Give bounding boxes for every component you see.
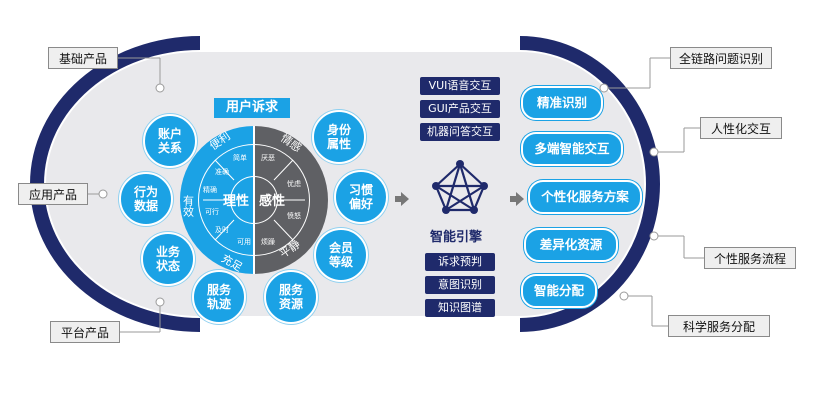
left-label-app-products: 应用产品	[18, 183, 88, 205]
engine-tag-vui: VUI语音交互	[420, 77, 500, 95]
connector-dot	[599, 83, 609, 93]
output-differentiated-resource: 差异化资源	[524, 228, 618, 262]
demand-wheel: 理性 感性 便利 有效 充足 情感 平静 简单 准确 精确 可行 及时 可用 厌…	[180, 126, 328, 274]
wheel-core-right	[254, 177, 277, 223]
bubble-service-resource: 服务资源	[264, 270, 318, 324]
wheel-inner-label: 及时	[215, 225, 229, 234]
left-label-basic-products: 基础产品	[48, 47, 118, 69]
wheel-core-left	[231, 177, 254, 223]
wheel-inner-label: 愤怒	[287, 211, 301, 220]
arrow-right-icon	[395, 192, 409, 206]
wheel-inner-label: 精确	[203, 185, 217, 194]
connector-dot	[98, 189, 108, 199]
engine-label: 智能引擎	[430, 230, 483, 245]
engine-tag-gui: GUI产品交互	[420, 100, 500, 118]
bubble-business-status: 业务状态	[141, 232, 195, 286]
right-label-service-allocation: 科学服务分配	[668, 315, 770, 337]
wheel-inner-label: 厌恶	[261, 154, 275, 162]
wheel-label-right-center: 感性	[259, 193, 285, 209]
network-nodes	[432, 160, 488, 214]
engine-tag-qa: 机器问答交互	[420, 123, 500, 141]
bubble-account-relation: 账户关系	[143, 114, 197, 168]
engine-tag-knowledge: 知识图谱	[425, 299, 495, 317]
connector-dot	[649, 147, 659, 157]
user-demand-title: 用户诉求	[214, 98, 290, 118]
right-label-fullchain: 全链路问题识别	[670, 47, 772, 69]
output-smart-allocation: 智能分配	[521, 274, 597, 308]
output-personalized-plan: 个性化服务方案	[528, 180, 642, 214]
bubble-member-level: 会员等级	[314, 228, 368, 282]
wheel-inner-label: 简单	[233, 153, 247, 162]
bubble-service-trace: 服务轨迹	[192, 270, 246, 324]
wheel-inner-label: 可用	[237, 238, 251, 246]
output-precise-recognition: 精准识别	[521, 86, 603, 120]
connector-dot	[619, 291, 629, 301]
right-label-service-flow: 个性服务流程	[704, 247, 796, 269]
wheel-ring-left-mid: 有效	[182, 194, 195, 218]
engine-tag-predict: 诉求预判	[425, 253, 495, 271]
right-label-humanized: 人性化交互	[700, 117, 782, 139]
output-multi-terminal: 多端智能交互	[521, 132, 623, 166]
wheel-inner-label: 准确	[215, 167, 229, 176]
network-icon	[434, 162, 486, 212]
wheel-inner-label: 烦躁	[261, 238, 275, 246]
connector-dot	[155, 297, 165, 307]
engine-tag-intent: 意图识别	[425, 276, 495, 294]
connector-dot	[155, 83, 165, 93]
bubble-identity-attribute: 身份属性	[312, 110, 366, 164]
bubble-behavior-data: 行为数据	[119, 172, 173, 226]
wheel-label-left-center: 理性	[223, 193, 249, 209]
bubble-habit-preference: 习惯偏好	[334, 170, 388, 224]
wheel-inner-label: 忧虑	[287, 179, 301, 188]
wheel-inner-label: 可行	[205, 207, 219, 216]
left-label-platform-products: 平台产品	[50, 321, 120, 343]
connector-dot	[649, 231, 659, 241]
arrow-right-icon	[510, 192, 524, 206]
